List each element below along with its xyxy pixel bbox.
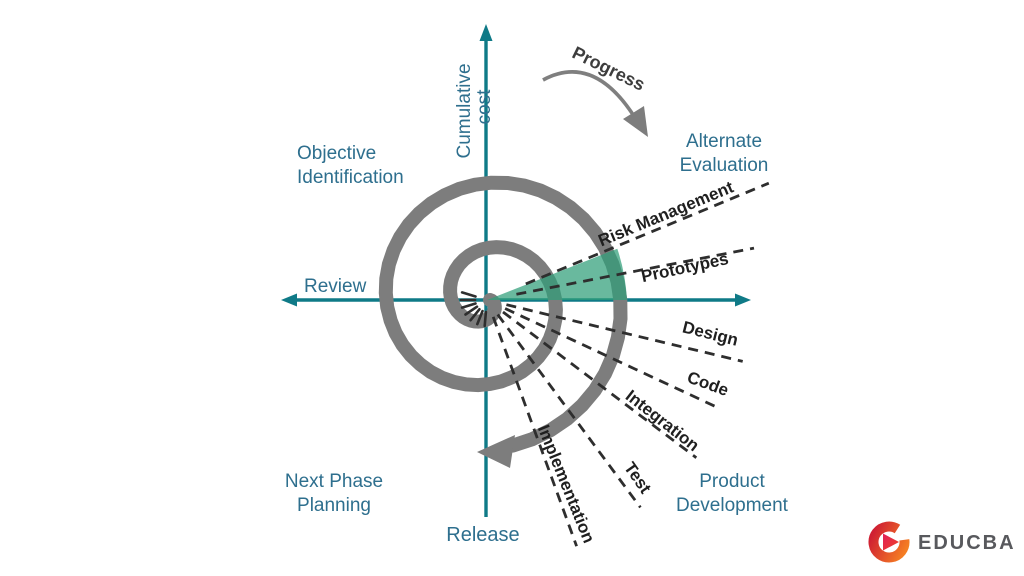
- divider-risk-management: [525, 181, 770, 286]
- educba-logo-ring: [868, 521, 910, 563]
- divider-test: [496, 313, 642, 509]
- educba-logo: EDUCBA: [868, 521, 1016, 563]
- phase-label-risk-management: Risk Management: [595, 177, 736, 250]
- quadrant-labels: Objective Identification Alternate Evalu…: [285, 131, 789, 546]
- quadrant-label-objective: Objective: [297, 143, 376, 164]
- center-fan-dash: [483, 310, 488, 328]
- divider-prototypes: [516, 246, 755, 296]
- center-fan-dashes: [459, 291, 488, 328]
- quadrant-label-release: Release: [446, 524, 519, 546]
- educba-logo-text: EDUCBA: [918, 532, 1016, 554]
- divider-implementation: [491, 316, 578, 547]
- spiral-end-arrowhead: [477, 435, 515, 468]
- x-axis-right-arrowhead: [735, 293, 751, 307]
- y-axis-up-arrowhead: [479, 24, 493, 41]
- educba-logo-icon: [868, 521, 910, 563]
- spiral: [378, 175, 628, 453]
- risk-wedge: [487, 248, 627, 300]
- center-fan-dash: [469, 307, 481, 322]
- quadrant-label-development: Development: [676, 495, 789, 516]
- center-fan-dash: [460, 291, 477, 298]
- phase-divider-lines: [491, 181, 770, 547]
- progress-arc: [542, 70, 639, 122]
- center-fan-dash: [475, 309, 484, 326]
- progress-indicator: Progress: [542, 43, 648, 137]
- y-axis-label-cost: cost: [474, 89, 495, 125]
- phase-label-design: Design: [681, 318, 741, 350]
- phase-label-test: Test: [620, 459, 655, 498]
- educba-logo-play-icon: [883, 533, 899, 551]
- y-axis-label: Cumulative cost: [454, 63, 495, 158]
- quadrant-label-next-phase: Next Phase: [285, 471, 383, 492]
- quadrant-label-review: Review: [304, 276, 367, 297]
- phase-label-prototypes: Prototypes: [639, 249, 730, 286]
- y-axis-label-cumulative: Cumulative: [454, 63, 475, 158]
- progress-arrowhead: [623, 106, 648, 137]
- divider-integration: [502, 310, 698, 459]
- x-axis-left-arrowhead: [281, 293, 297, 307]
- center-fan-dash: [460, 302, 477, 309]
- phase-label-implementation: Implementation: [534, 422, 599, 546]
- divider-code: [504, 307, 722, 411]
- quadrant-label-identification: Identification: [297, 167, 404, 188]
- divider-design: [506, 303, 744, 363]
- quadrant-label-planning: Planning: [297, 495, 371, 516]
- quadrant-label-evaluation: Evaluation: [680, 155, 769, 176]
- quadrant-label-alternate: Alternate: [686, 131, 762, 152]
- quadrant-label-product: Product: [699, 471, 765, 492]
- center-fan-dash: [464, 305, 479, 316]
